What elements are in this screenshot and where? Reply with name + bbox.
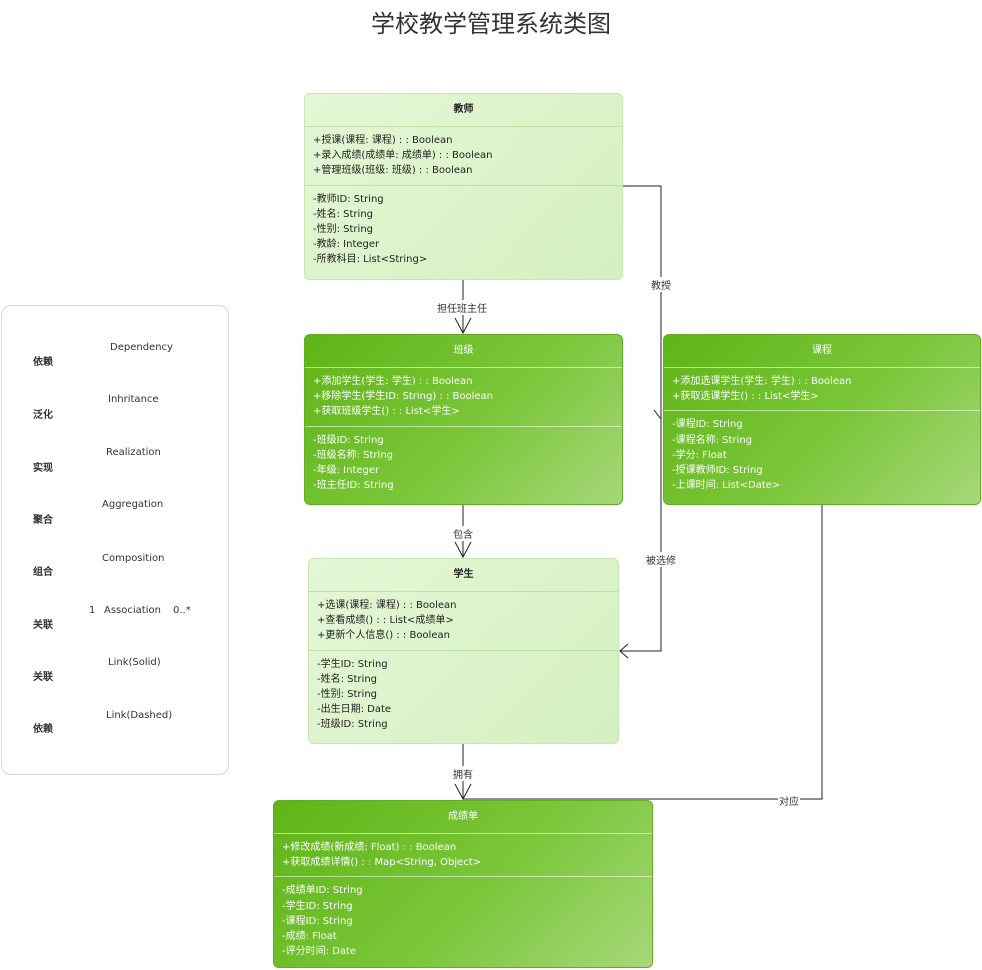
method: +移除学生(学生ID: String) : : Boolean (313, 391, 493, 403)
attribute: -教师ID: String (313, 193, 384, 205)
attributes-section: -学生ID: String -姓名: String -性别: String -出… (309, 649, 618, 739)
attribute: -课程ID: String (672, 419, 743, 431)
attribute: -班主任ID: String (313, 480, 394, 492)
methods-section: +添加选课学生(学生: 学生) : : Boolean +获取选课学生() : … (664, 367, 980, 410)
attribute: -课程ID: String (282, 915, 353, 927)
attribute: -评分时间: Date (282, 946, 357, 958)
method: +获取选课学生() : : List<学生> (672, 391, 819, 403)
attribute: -性别: String (313, 224, 373, 236)
attribute: -姓名: String (313, 208, 373, 220)
attribute: -所教科目: List<String> (313, 254, 428, 266)
class-name: 教师 (453, 104, 474, 115)
method: +管理班级(班级: 班级) : : Boolean (313, 165, 473, 177)
diagram-title: 学校教学管理系统类图 (371, 10, 611, 38)
class-box-class[interactable]: 班级 +添加学生(学生: 学生) : : Boolean +移除学生(学生ID:… (304, 334, 623, 505)
attribute: -授课教师ID: String (672, 465, 763, 477)
class-name: 课程 (812, 345, 832, 356)
legend-label-composition: 组合 (33, 567, 53, 578)
method: +添加学生(学生: 学生) : : Boolean (313, 376, 473, 387)
legend-label-realization: 实现 (33, 463, 53, 474)
methods-section: +添加学生(学生: 学生) : : Boolean +移除学生(学生ID: St… (305, 367, 622, 426)
attributes-section: -成绩单ID: String -学生ID: String -课程ID: Stri… (274, 876, 652, 965)
legend-label-aggregation: 聚合 (33, 515, 53, 526)
legend-label-link-dashed: 依赖 (33, 724, 53, 735)
legend-label-dependency: 依赖 (33, 357, 53, 368)
edge-label-course-grade: 对应 (778, 793, 800, 808)
method: +修改成绩(新成绩: Float) : : Boolean (282, 842, 457, 853)
attribute: -学生ID: String (282, 900, 353, 912)
edge-label-student-grade: 拥有 (452, 766, 474, 781)
edge-label-class-student: 包含 (452, 526, 474, 541)
edge-label-teacher-class: 担任班主任 (436, 300, 488, 315)
attribute: -成绩单ID: String (282, 885, 363, 897)
class-box-grade[interactable]: 成绩单 +修改成绩(新成绩: Float) : : Boolean +获取成绩详… (273, 800, 653, 968)
legend-name-aggregation: Aggregation (102, 499, 164, 510)
attribute: -学分: Float (672, 449, 727, 461)
edge-label-teacher-course: 教授 (650, 277, 672, 292)
method: +选课(课程: 课程) : : Boolean (317, 600, 457, 611)
class-name: 学生 (453, 569, 474, 580)
attribute: -出生日期: Date (317, 704, 392, 716)
method: +录入成绩(成绩单: 成绩单) : : Boolean (313, 150, 493, 162)
attribute: -性别: String (317, 689, 377, 701)
class-box-teacher[interactable]: 教师 +授课(课程: 课程) : : Boolean +录入成绩(成绩单: 成绩… (304, 93, 623, 280)
edge-course-student (619, 419, 662, 659)
attribute: -班级ID: String (317, 719, 388, 731)
edge-label-course-student: 被选修 (645, 552, 677, 567)
legend-mult-right: 0..* (173, 605, 191, 616)
method: +获取成绩详情() : : Map<String, Object> (282, 857, 482, 869)
class-name: 成绩单 (448, 811, 478, 822)
class-box-student[interactable]: 学生 +选课(课程: 课程) : : Boolean +查看成绩() : : L… (308, 558, 619, 744)
legend-name-composition: Composition (102, 553, 165, 564)
method: +授课(课程: 课程) : : Boolean (313, 135, 453, 146)
legend-label-inheritance: 泛化 (33, 410, 53, 421)
method: +查看成绩() : : List<成绩单> (317, 615, 454, 627)
class-box-course[interactable]: 课程 +添加选课学生(学生: 学生) : : Boolean +获取选课学生()… (663, 334, 981, 505)
attribute: -年级: Integer (313, 465, 380, 477)
methods-section: +授课(课程: 课程) : : Boolean +录入成绩(成绩单: 成绩单) … (305, 126, 622, 185)
legend-name-inheritance: Inhritance (108, 394, 159, 405)
attribute: -班级名称: String (313, 449, 393, 461)
legend-label-association: 关联 (33, 620, 53, 631)
attribute: -姓名: String (317, 673, 377, 685)
methods-section: +选课(课程: 课程) : : Boolean +查看成绩() : : List… (309, 591, 618, 650)
attribute: -上课时间: List<Date> (672, 480, 781, 492)
attribute: -班级ID: String (313, 434, 384, 446)
method: +添加选课学生(学生: 学生) : : Boolean (672, 376, 852, 387)
legend-name-dependency: Dependency (110, 342, 173, 353)
attribute: -成绩: Float (282, 931, 337, 943)
methods-section: +修改成绩(新成绩: Float) : : Boolean +获取成绩详情() … (274, 833, 652, 876)
legend-mult-left: 1 (89, 605, 96, 616)
legend-panel (1, 305, 229, 775)
method: +获取班级学生() : : List<学生> (313, 406, 460, 418)
attributes-section: -课程ID: String -课程名称: String -学分: Float -… (664, 410, 980, 499)
attribute: -学生ID: String (317, 658, 388, 670)
legend-name-realization: Realization (106, 447, 161, 458)
legend-name-association: Association (104, 605, 161, 616)
class-name: 班级 (453, 345, 474, 356)
attributes-section: -教师ID: String -姓名: String -性别: String -教… (305, 184, 622, 274)
edge-course-grade (463, 505, 823, 800)
legend-name-link-solid: Link(Solid) (108, 657, 161, 668)
legend-label-link-solid: 关联 (33, 672, 53, 683)
attribute: -教龄: Integer (313, 239, 380, 251)
attribute: -课程名称: String (672, 434, 752, 446)
legend-name-link-dashed: Link(Dashed) (106, 710, 173, 721)
attributes-section: -班级ID: String -班级名称: String -年级: Integer… (305, 425, 622, 500)
edge-teacher-course (623, 185, 662, 420)
method: +更新个人信息() : : Boolean (317, 630, 450, 642)
